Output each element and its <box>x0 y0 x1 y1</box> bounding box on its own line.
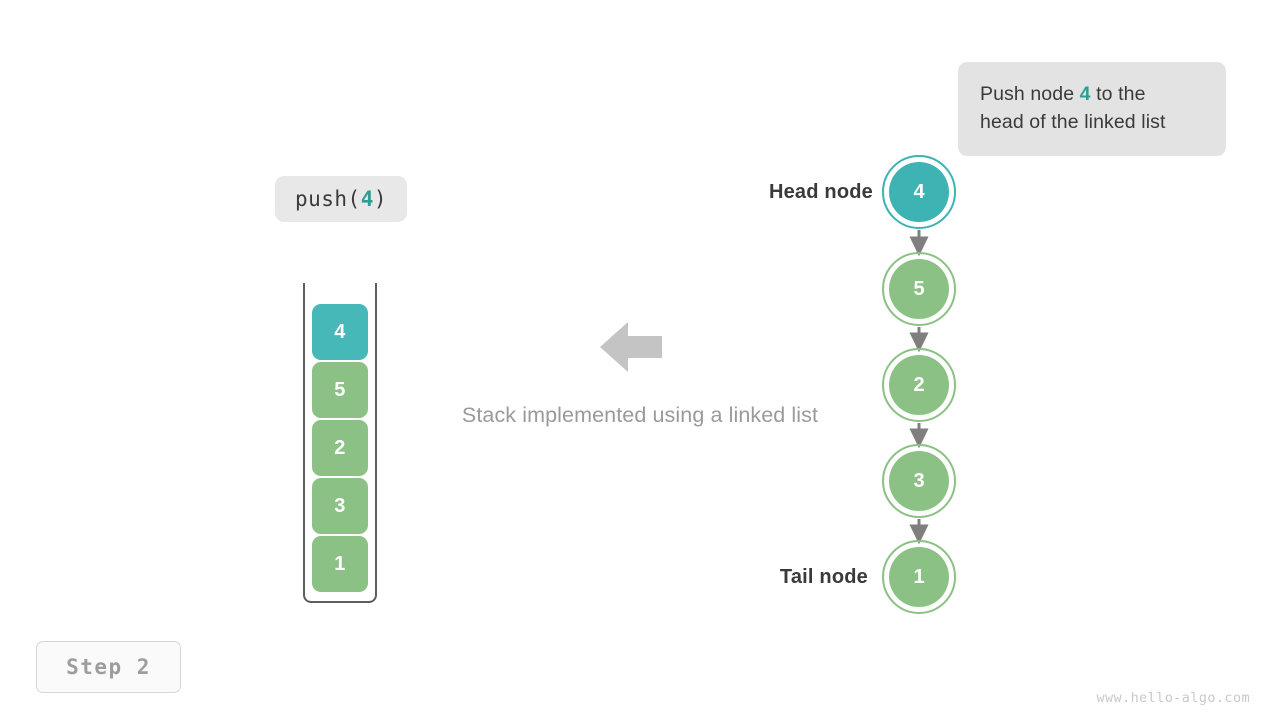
tail-node-label: Tail node <box>779 566 868 588</box>
stack-cell-value: 2 <box>334 436 346 459</box>
node-value: 3 <box>913 469 925 492</box>
node-value: 2 <box>913 373 925 396</box>
linked-list-node: 1 <box>882 540 956 614</box>
stack-cell-value: 5 <box>334 378 346 401</box>
stack-cell: 5 <box>312 362 368 418</box>
stack-cell: 3 <box>312 478 368 534</box>
linked-list-node: 3 <box>882 444 956 518</box>
node-outer-ring <box>882 348 956 422</box>
watermark: www.hello-algo.com <box>1096 690 1250 706</box>
head-node-label: Head node <box>768 181 873 203</box>
operation-label-suffix: ) <box>373 187 388 211</box>
node-outer-ring <box>882 444 956 518</box>
step-badge: Step 2 <box>36 641 181 693</box>
node-value: 5 <box>913 277 925 300</box>
linked-list-node: 5 <box>882 252 956 326</box>
node-value: 4 <box>913 180 925 203</box>
callout-highlight-value: 4 <box>1079 83 1091 105</box>
callout-text-prefix: Push node <box>980 83 1080 105</box>
left-arrow-icon <box>600 318 662 376</box>
diagram-caption: Stack implemented using a linked list <box>461 403 819 427</box>
linked-list-node: 2 <box>882 348 956 422</box>
operation-label-prefix: push( <box>294 187 361 211</box>
stack-frame <box>303 283 377 603</box>
node-outer-ring <box>882 155 956 229</box>
callout-text-suffix: to the <box>1090 83 1146 105</box>
stack-cell-value: 4 <box>334 320 346 343</box>
operation-label: push(4) <box>275 176 407 222</box>
node-outer-ring <box>882 252 956 326</box>
callout-text-line2: head of the linked list <box>980 111 1166 133</box>
operation-label-value: 4 <box>360 187 374 211</box>
stack-cell: 2 <box>312 420 368 476</box>
linked-list-node: 4 <box>882 155 956 229</box>
node-outer-ring <box>882 540 956 614</box>
stack-cell-value: 1 <box>334 552 346 575</box>
stack-container: 4 5 2 3 1 <box>303 283 377 603</box>
stack-cell: 1 <box>312 536 368 592</box>
stack-cell-value: 3 <box>334 494 346 517</box>
stack-cell-list: 4 5 2 3 1 <box>312 304 368 592</box>
stack-cell: 4 <box>312 304 368 360</box>
node-value: 1 <box>913 565 925 588</box>
callout-box: Push node 4 to the head of the linked li… <box>958 62 1226 156</box>
